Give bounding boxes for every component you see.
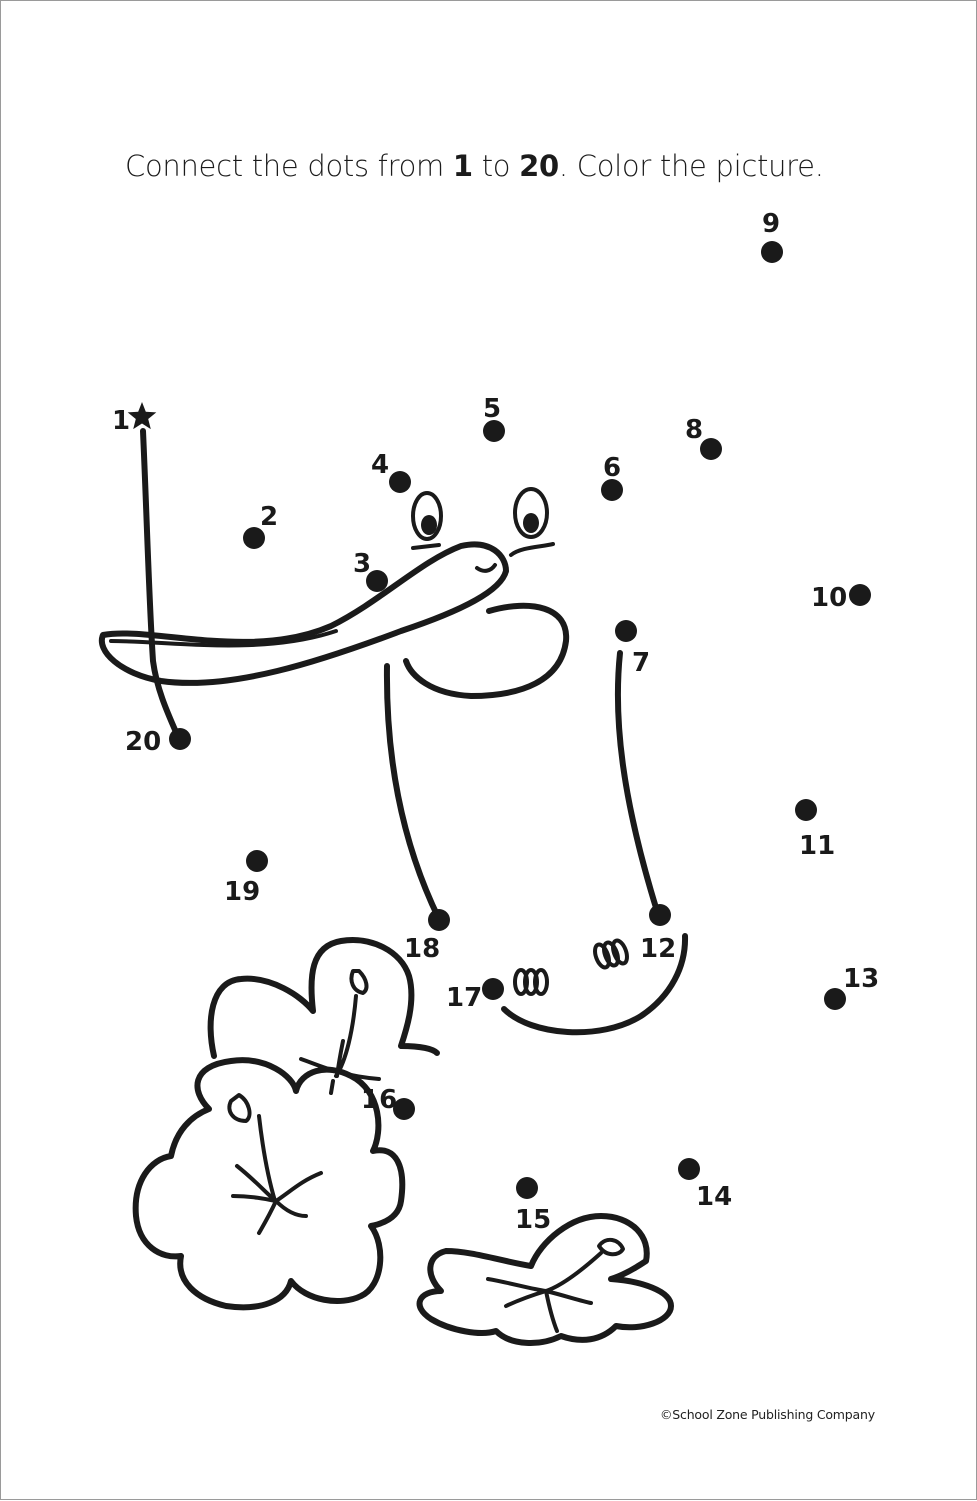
dot-number-label: 8: [685, 415, 703, 445]
dot-number-label: 10: [811, 583, 847, 613]
muzzle-line: [501, 933, 689, 1036]
dot-marker: [169, 728, 191, 750]
dot-number-label: 13: [843, 964, 879, 994]
dot-11: 11: [795, 799, 835, 861]
dot-marker: [366, 570, 388, 592]
dot-number-label: 3: [353, 549, 371, 579]
dot-marker: [849, 584, 871, 606]
small-flower-outline: [416, 1213, 674, 1346]
smile-line: [475, 563, 497, 573]
dot-marker: [795, 799, 817, 821]
dot-15: 15: [515, 1177, 551, 1235]
dot-20: 20: [125, 727, 191, 757]
instruction-suffix: . Color the picture.: [558, 149, 824, 183]
snout-inner-line: [109, 629, 338, 648]
face-left-line: [383, 663, 442, 922]
dot-marker: [428, 909, 450, 931]
ear-outline: [403, 602, 570, 699]
dot-marker: [601, 479, 623, 501]
dot-marker: [389, 471, 411, 493]
dot-2: 2: [243, 502, 278, 549]
snout-band: [98, 541, 509, 686]
dot-marker: [246, 850, 268, 872]
dot-10: 10: [811, 583, 871, 613]
dot-marker: [678, 1158, 700, 1180]
dot-number-label: 16: [361, 1085, 397, 1115]
dot-number-label: 5: [483, 394, 501, 424]
dot-number-label: 12: [640, 934, 676, 964]
dot-18: 18: [404, 909, 450, 964]
dot-marker: [615, 620, 637, 642]
small-flower-stamen: [597, 1237, 625, 1257]
copyright-notice: ©School Zone Publishing Company: [660, 1407, 875, 1422]
dot-7: 7: [615, 620, 650, 678]
dot-marker: [482, 978, 504, 1000]
dot-12: 12: [640, 904, 676, 964]
dot-14: 14: [678, 1158, 732, 1212]
dot-number-label: 6: [603, 453, 621, 483]
right-eye: [513, 487, 549, 539]
dot-marker: [393, 1098, 415, 1120]
back-flower-outline: [207, 937, 440, 1059]
front-flower-stamen: [227, 1093, 252, 1123]
dot-3: 3: [353, 549, 388, 592]
horn-stem-line: [140, 428, 182, 742]
dot-16: 16: [361, 1085, 415, 1120]
front-flower-center: [231, 1114, 323, 1235]
left-nostril: [513, 968, 549, 996]
dot-17: 17: [446, 978, 504, 1013]
dot-number-label: 11: [799, 831, 835, 861]
left-eye: [411, 491, 443, 541]
dot-8: 8: [685, 415, 722, 460]
dot-number-label: 19: [224, 877, 260, 907]
dot-marker: [761, 241, 783, 263]
dot-number-label: 15: [515, 1205, 551, 1235]
dot-number-label: 2: [260, 502, 278, 532]
dot-5: 5: [483, 394, 505, 442]
right-nostril: [593, 938, 629, 970]
dot-4: 4: [371, 450, 411, 493]
instruction-text: Connect the dots from 1 to 20. Color the…: [125, 149, 824, 183]
dot-number-label: 1: [112, 406, 130, 436]
dot-marker: [243, 527, 265, 549]
front-flower-outline: [132, 1057, 406, 1311]
dot-marker: [700, 438, 722, 460]
dot-number-label: 20: [125, 727, 161, 757]
dot-19: 19: [224, 850, 268, 907]
star-icon: [127, 402, 157, 430]
dot-13: 13: [824, 964, 879, 1010]
dot-number-label: 14: [696, 1182, 732, 1212]
instruction-end-number: 20: [519, 149, 559, 183]
dot-6: 6: [601, 453, 623, 501]
dot-1: 1: [112, 402, 157, 436]
dot-9: 9: [761, 209, 783, 263]
left-eyelid-line: [411, 543, 441, 550]
face-right-line: [614, 650, 660, 914]
dot-marker: [649, 904, 671, 926]
right-eyelid-line: [509, 542, 555, 557]
dot-number-label: 4: [371, 450, 389, 480]
back-flower-stamen: [349, 969, 369, 995]
right-pupil: [523, 513, 539, 533]
left-pupil: [421, 515, 437, 535]
dot-number-label: 17: [446, 983, 482, 1013]
dot-marker: [483, 420, 505, 442]
dot-marker: [516, 1177, 538, 1199]
instruction-middle: to: [472, 149, 520, 183]
instruction-start-number: 1: [452, 149, 473, 183]
dot-marker: [824, 988, 846, 1010]
instruction-prefix: Connect the dots from: [125, 149, 453, 183]
small-flower-center: [486, 1251, 603, 1333]
dot-number-label: 9: [762, 209, 780, 239]
dot-number-label: 18: [404, 934, 440, 964]
dot-number-label: 7: [632, 648, 650, 678]
